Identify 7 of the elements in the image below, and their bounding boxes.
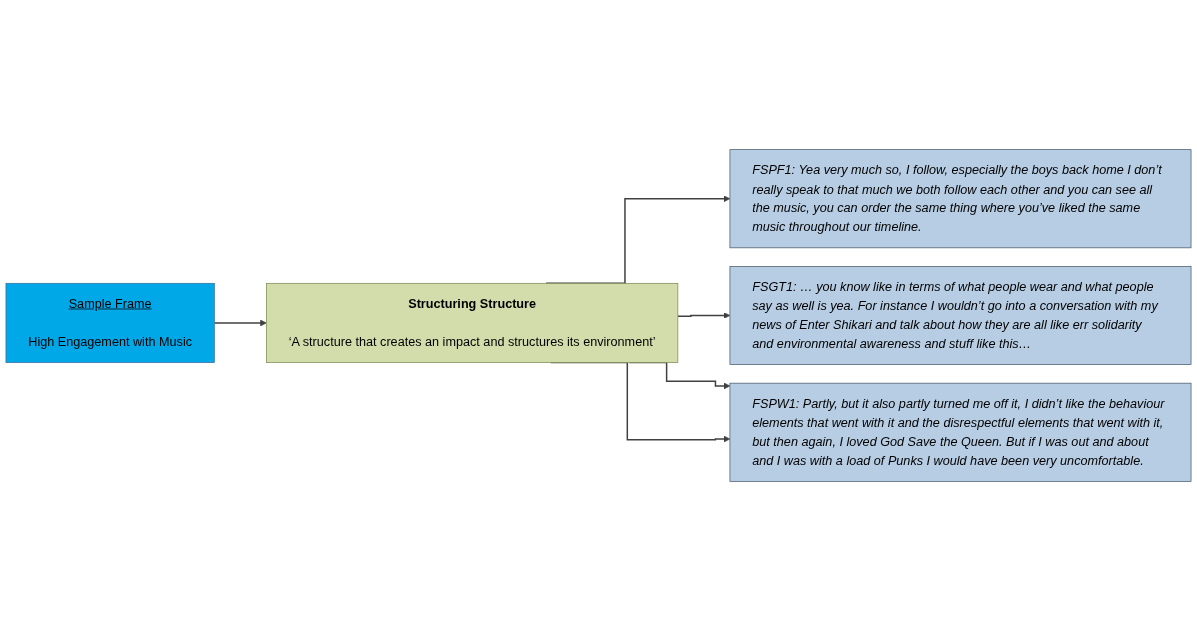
node-box: Structuring Structure ‘A structure that creates an impact and structures its environment’ <box>266 282 679 363</box>
arrow <box>213 319 267 327</box>
node-box: Sample Frame High Engagement with Music <box>5 282 215 363</box>
node-box: FSGT1: … you know like in terms of what people wear and what people say as well is yea. For instance I wouldn’t go into a conversation with my news of Enter Shikari and talk about how they are all like err solidarity and environmental awareness and stuff like this… <box>729 266 1192 365</box>
node-box: FSPW1: Partly, but it also partly turned me off it, I didn’t like the behaviour elements that went with it and the disrespectful elements that went with it, but then again, I loved God Save the Queen. But if I was out and about and I was with a load of Punks I would have been very uncomfortable. <box>729 382 1192 482</box>
node-box: FSPF1: Yea very much so, I follow, especially the boys back home I don’t really speak to that much we both follow each other and you can see all the music, you can order the same thing where you’ve liked the same music throughout our timeline. <box>729 149 1192 249</box>
arrow <box>677 312 731 319</box>
